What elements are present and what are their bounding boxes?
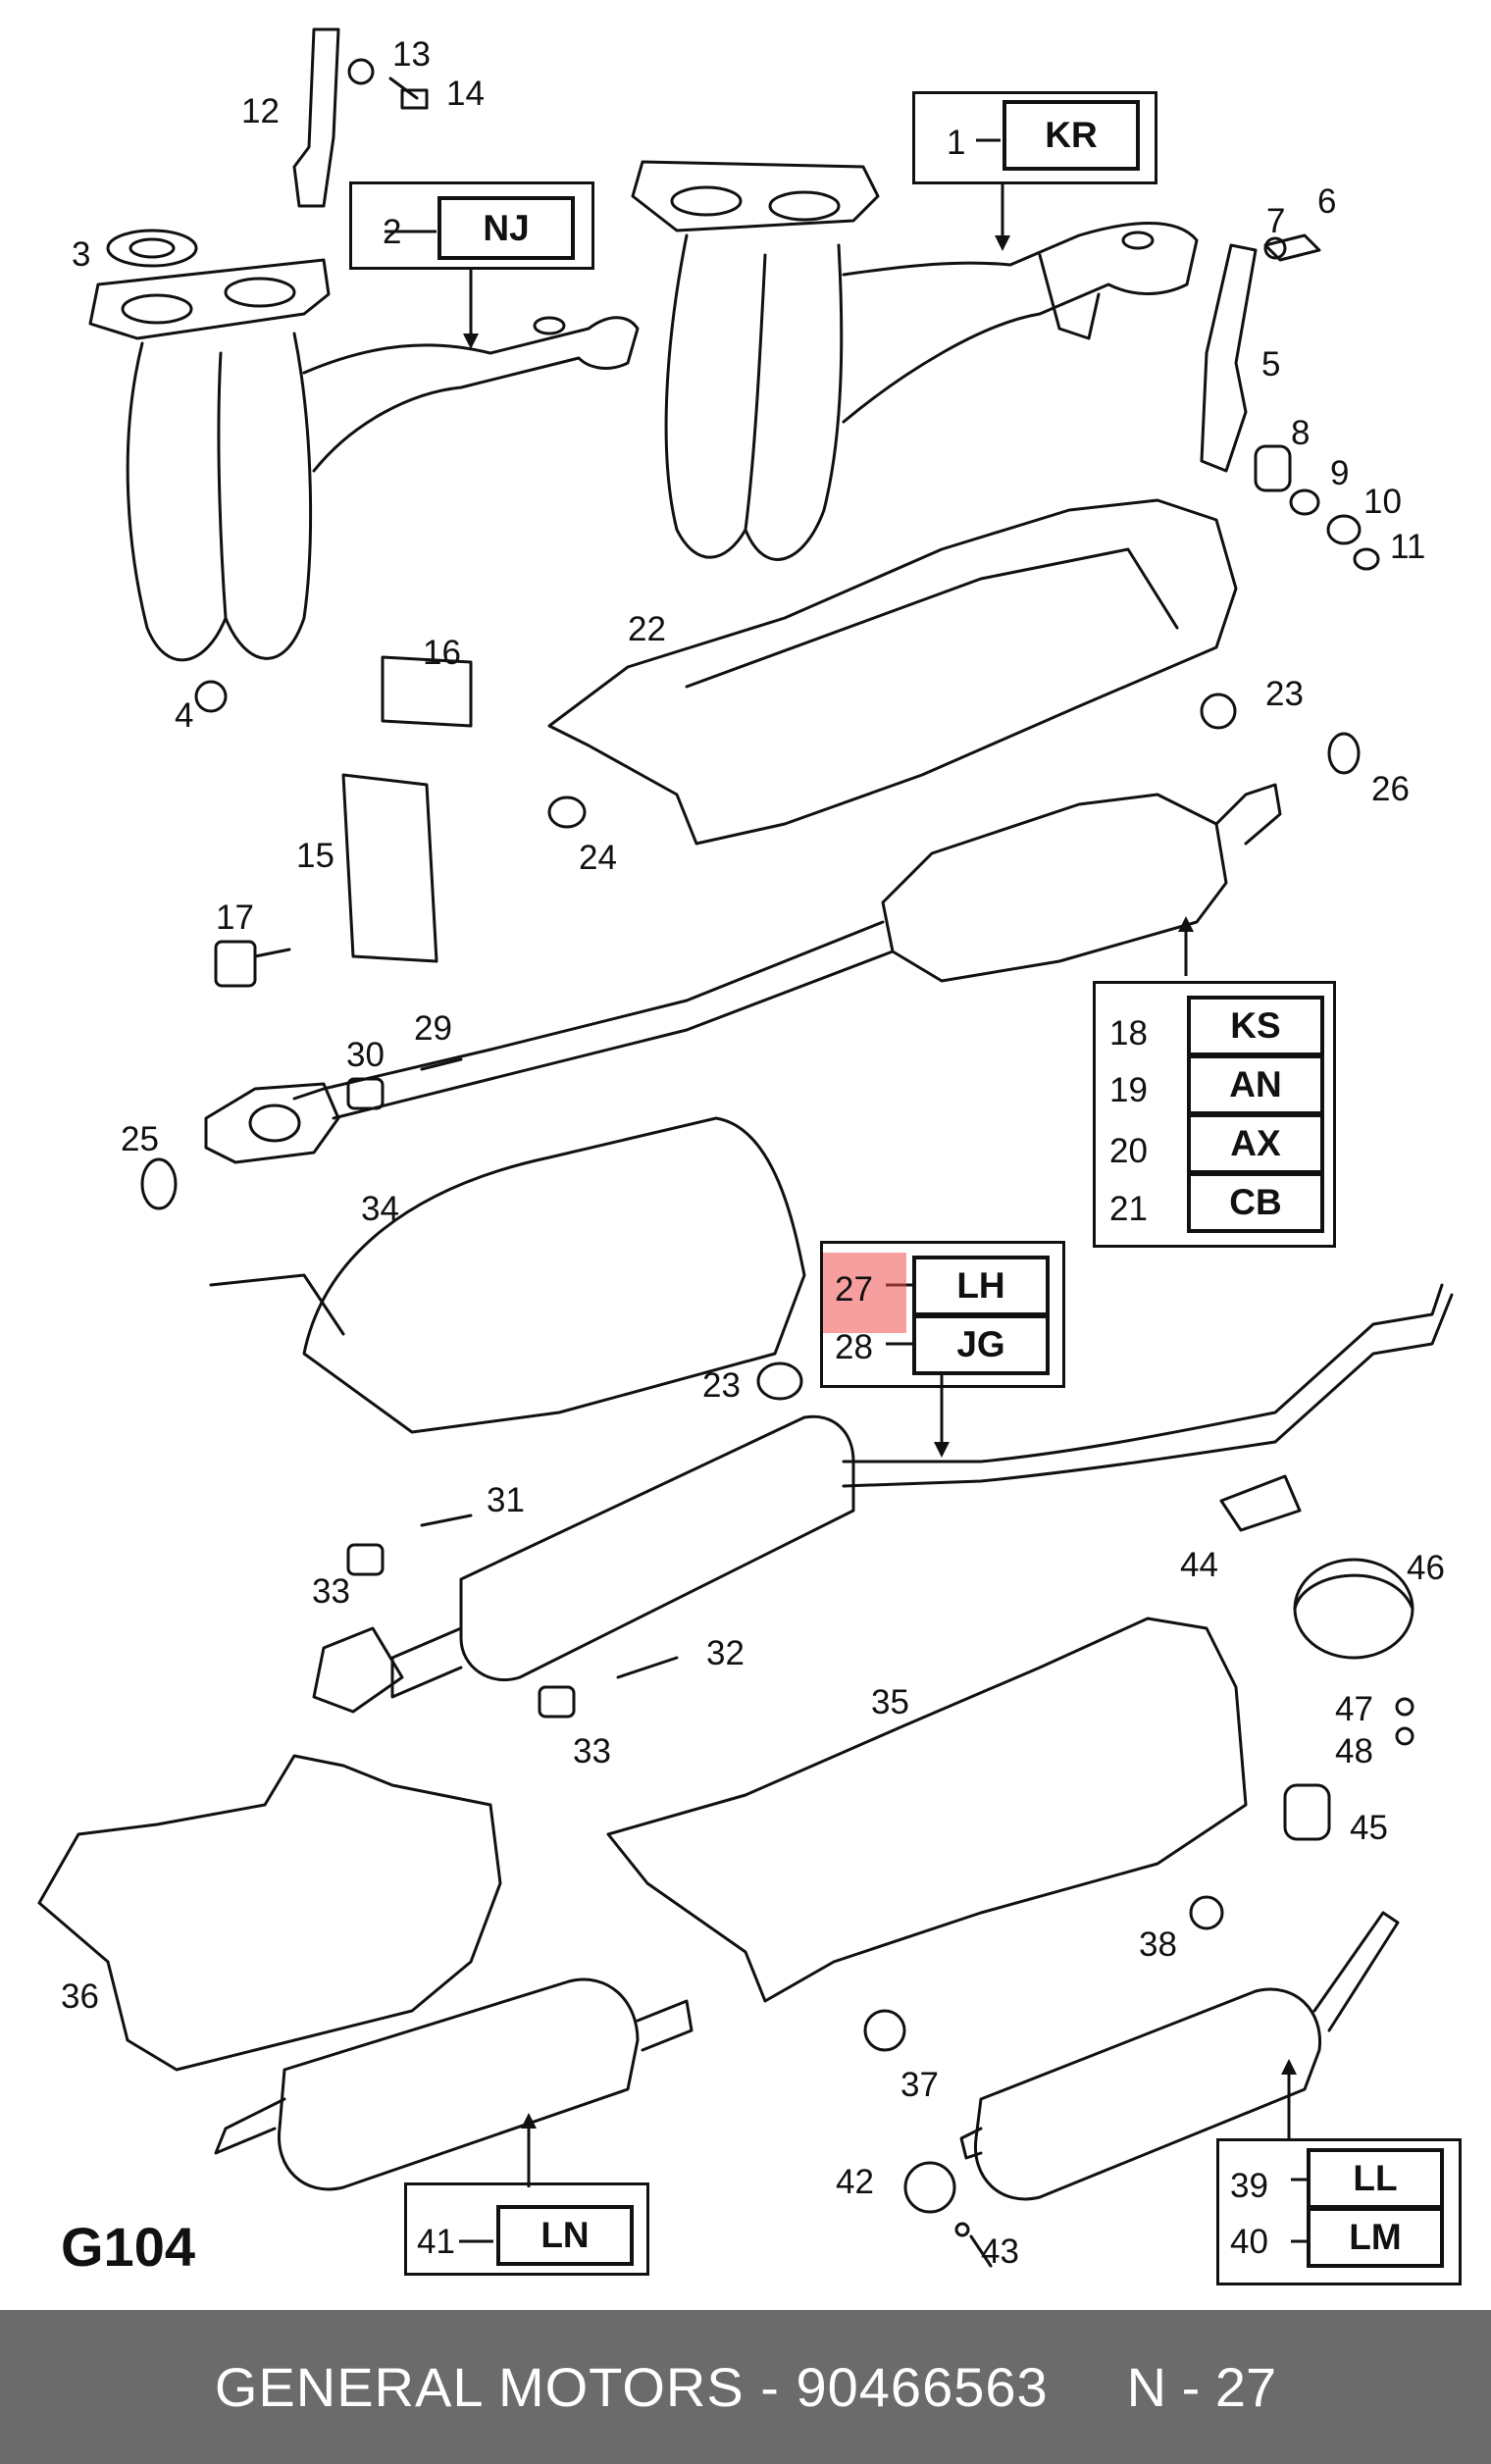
heat-shield-35 — [606, 1617, 1248, 2003]
callout-label: 18 — [1109, 1014, 1148, 1052]
heat-shield-36 — [37, 1754, 502, 2072]
callout-label: 1 — [947, 124, 966, 162]
diagram-drawing — [37, 27, 1454, 2268]
group-frame-ln — [404, 2182, 649, 2276]
callout-label: 26 — [1371, 770, 1410, 808]
part-code-box: NJ — [437, 196, 575, 260]
callout-label: 43 — [981, 2233, 1019, 2271]
part-code-box: LL — [1307, 2148, 1444, 2209]
part-code-box: JG — [912, 1314, 1050, 1375]
callout-label: 37 — [900, 2066, 939, 2104]
group-frame-ll-lm — [1216, 2138, 1462, 2285]
callout-label: 9 — [1330, 454, 1350, 492]
callout-label: 17 — [216, 898, 254, 937]
callout-label: 16 — [423, 634, 461, 672]
callout-label: 8 — [1291, 414, 1311, 452]
callout-label: 48 — [1335, 1732, 1373, 1771]
callout-label: 32 — [706, 1634, 745, 1672]
part-code-box: LH — [912, 1256, 1050, 1316]
footer-part-number: GENERAL MOTORS - 90466563 — [214, 2356, 1049, 2418]
group-frame-nj — [349, 181, 594, 270]
callout-label: 44 — [1180, 1546, 1218, 1584]
callout-label: 3 — [72, 235, 91, 274]
callout-label: 31 — [487, 1481, 525, 1519]
part-code-box: CB — [1187, 1172, 1324, 1233]
callout-label: 2 — [383, 213, 402, 251]
rear-muffler-right — [973, 1987, 1322, 2201]
callout-label: 28 — [835, 1328, 873, 1366]
callout-label: 41 — [417, 2223, 455, 2261]
callout-label: 25 — [121, 1120, 159, 1158]
callout-label: 33 — [573, 1732, 611, 1771]
part-code-box: AN — [1187, 1054, 1324, 1115]
part-code-box: KS — [1187, 996, 1324, 1056]
callout-label: 20 — [1109, 1132, 1148, 1170]
callout-label: 46 — [1407, 1549, 1445, 1587]
callout-label: 42 — [836, 2163, 874, 2201]
center-muffler — [459, 1414, 855, 1682]
exhaust-parts-diagram: KR NJ KS AN AX CB LH JG LN LL LM 1 2 3 4… — [37, 27, 1462, 2285]
callout-label: 23 — [702, 1366, 741, 1405]
callout-label: 38 — [1139, 1925, 1177, 1964]
callout-label: 47 — [1335, 1690, 1373, 1728]
callout-label: 40 — [1230, 2223, 1268, 2261]
group-frame-catalyst — [1093, 981, 1336, 1248]
callout-label: 45 — [1350, 1809, 1388, 1847]
rear-muffler-left — [277, 1977, 640, 2191]
part-code-box: KR — [1003, 100, 1140, 171]
callout-label: 4 — [175, 696, 194, 735]
part-code-box: AX — [1187, 1113, 1324, 1174]
heat-shield-34 — [302, 1116, 806, 1434]
footer-bar: GENERAL MOTORS - 90466563 N - 27 — [0, 2310, 1491, 2464]
bracket-12 — [292, 27, 340, 208]
diagram-id: G104 — [61, 2216, 195, 2278]
bracket-5 — [1200, 243, 1258, 473]
part-code-box: LM — [1307, 2207, 1444, 2268]
callout-label: 36 — [61, 1977, 99, 2016]
callout-label: 29 — [414, 1009, 452, 1048]
callout-label: 12 — [241, 92, 280, 130]
callout-label: 19 — [1109, 1071, 1148, 1109]
callout-label: 21 — [1109, 1190, 1148, 1228]
callout-label: 6 — [1317, 182, 1337, 221]
exhaust-manifold-left — [88, 258, 640, 662]
heat-shield-22 — [547, 498, 1238, 846]
callout-label: 10 — [1363, 483, 1402, 521]
callout-label: 24 — [579, 839, 617, 877]
callout-label: 13 — [392, 35, 431, 74]
callout-label: 35 — [871, 1683, 909, 1721]
group-frame-kr — [912, 91, 1157, 184]
callout-label: 14 — [446, 75, 485, 113]
callout-label: 5 — [1261, 345, 1281, 384]
callout-label: 11 — [1390, 528, 1426, 566]
callout-label: 7 — [1266, 202, 1286, 240]
part-highlight — [820, 1253, 906, 1333]
catalytic-converter — [881, 793, 1228, 983]
callout-label: 15 — [296, 837, 334, 875]
callout-label: 30 — [346, 1036, 385, 1074]
group-frame-lh-jg — [820, 1241, 1065, 1388]
callout-label: 33 — [312, 1572, 350, 1611]
callout-label: 27 — [835, 1270, 873, 1309]
callout-label: 34 — [361, 1190, 399, 1228]
callout-label: 22 — [628, 610, 666, 648]
callout-label: 39 — [1230, 2167, 1268, 2205]
footer-page-label: N - 27 — [1126, 2356, 1277, 2418]
exhaust-manifold-right — [631, 160, 1199, 561]
callout-label: 23 — [1265, 675, 1304, 713]
part-code-box: LN — [496, 2205, 634, 2266]
